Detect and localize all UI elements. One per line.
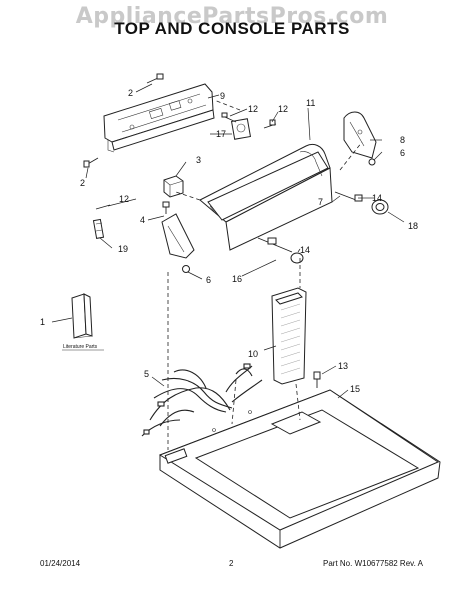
wire-harness — [141, 363, 263, 437]
screw-13 — [313, 371, 321, 388]
leader-lines — [51, 83, 405, 399]
control-panel-back — [103, 83, 215, 153]
screw-top — [146, 73, 164, 84]
callout-14-a: 14 — [372, 193, 382, 203]
callout-10: 10 — [248, 349, 258, 359]
callout-14-b: 14 — [300, 245, 310, 255]
pushbutton — [257, 237, 304, 264]
footer-date: 01/24/2014 — [40, 559, 81, 568]
literature-label: Literature Parts — [63, 344, 98, 350]
footer-part-number: Part No. W10677582 Rev. A — [323, 559, 423, 568]
callout-6-left: 6 — [206, 275, 211, 285]
callout-7: 7 — [318, 197, 323, 207]
callout-11: 11 — [306, 98, 315, 108]
callout-13: 13 — [338, 361, 348, 371]
end-cap-right — [343, 111, 377, 166]
callout-16: 16 — [232, 274, 242, 284]
footer-page-number: 2 — [229, 559, 234, 568]
switch-assembly — [221, 112, 277, 140]
callout-12-b: 12 — [278, 104, 288, 114]
callout-8: 8 — [400, 135, 405, 145]
console — [199, 143, 333, 251]
lint-screen — [271, 287, 307, 385]
callout-12-c: 12 — [119, 194, 129, 204]
callout-15: 15 — [350, 384, 360, 394]
callout-5: 5 — [144, 369, 149, 379]
literature-booklet — [71, 293, 93, 339]
callout-12-a: 12 — [248, 104, 258, 114]
module-3 — [163, 175, 184, 198]
callout-4: 4 — [140, 215, 145, 225]
end-cap-left — [161, 201, 195, 273]
page-title: TOP AND CONSOLE PARTS — [114, 19, 350, 38]
callout-19: 19 — [118, 244, 128, 254]
callout-17: 17 — [216, 129, 226, 139]
watermark: AppliancePartsPros.com — [75, 4, 389, 29]
callout-9: 9 — [220, 91, 225, 101]
top-panel — [158, 389, 441, 549]
callout-18: 18 — [408, 221, 418, 231]
callout-3: 3 — [196, 155, 201, 165]
callout-2-left: 2 — [80, 178, 85, 188]
callout-1: 1 — [40, 317, 45, 327]
assembly-lines — [167, 99, 363, 450]
callout-2-top: 2 — [128, 88, 133, 98]
screw-left — [83, 157, 99, 168]
callout-6-right: 6 — [400, 148, 405, 158]
clip-19 — [92, 204, 111, 239]
